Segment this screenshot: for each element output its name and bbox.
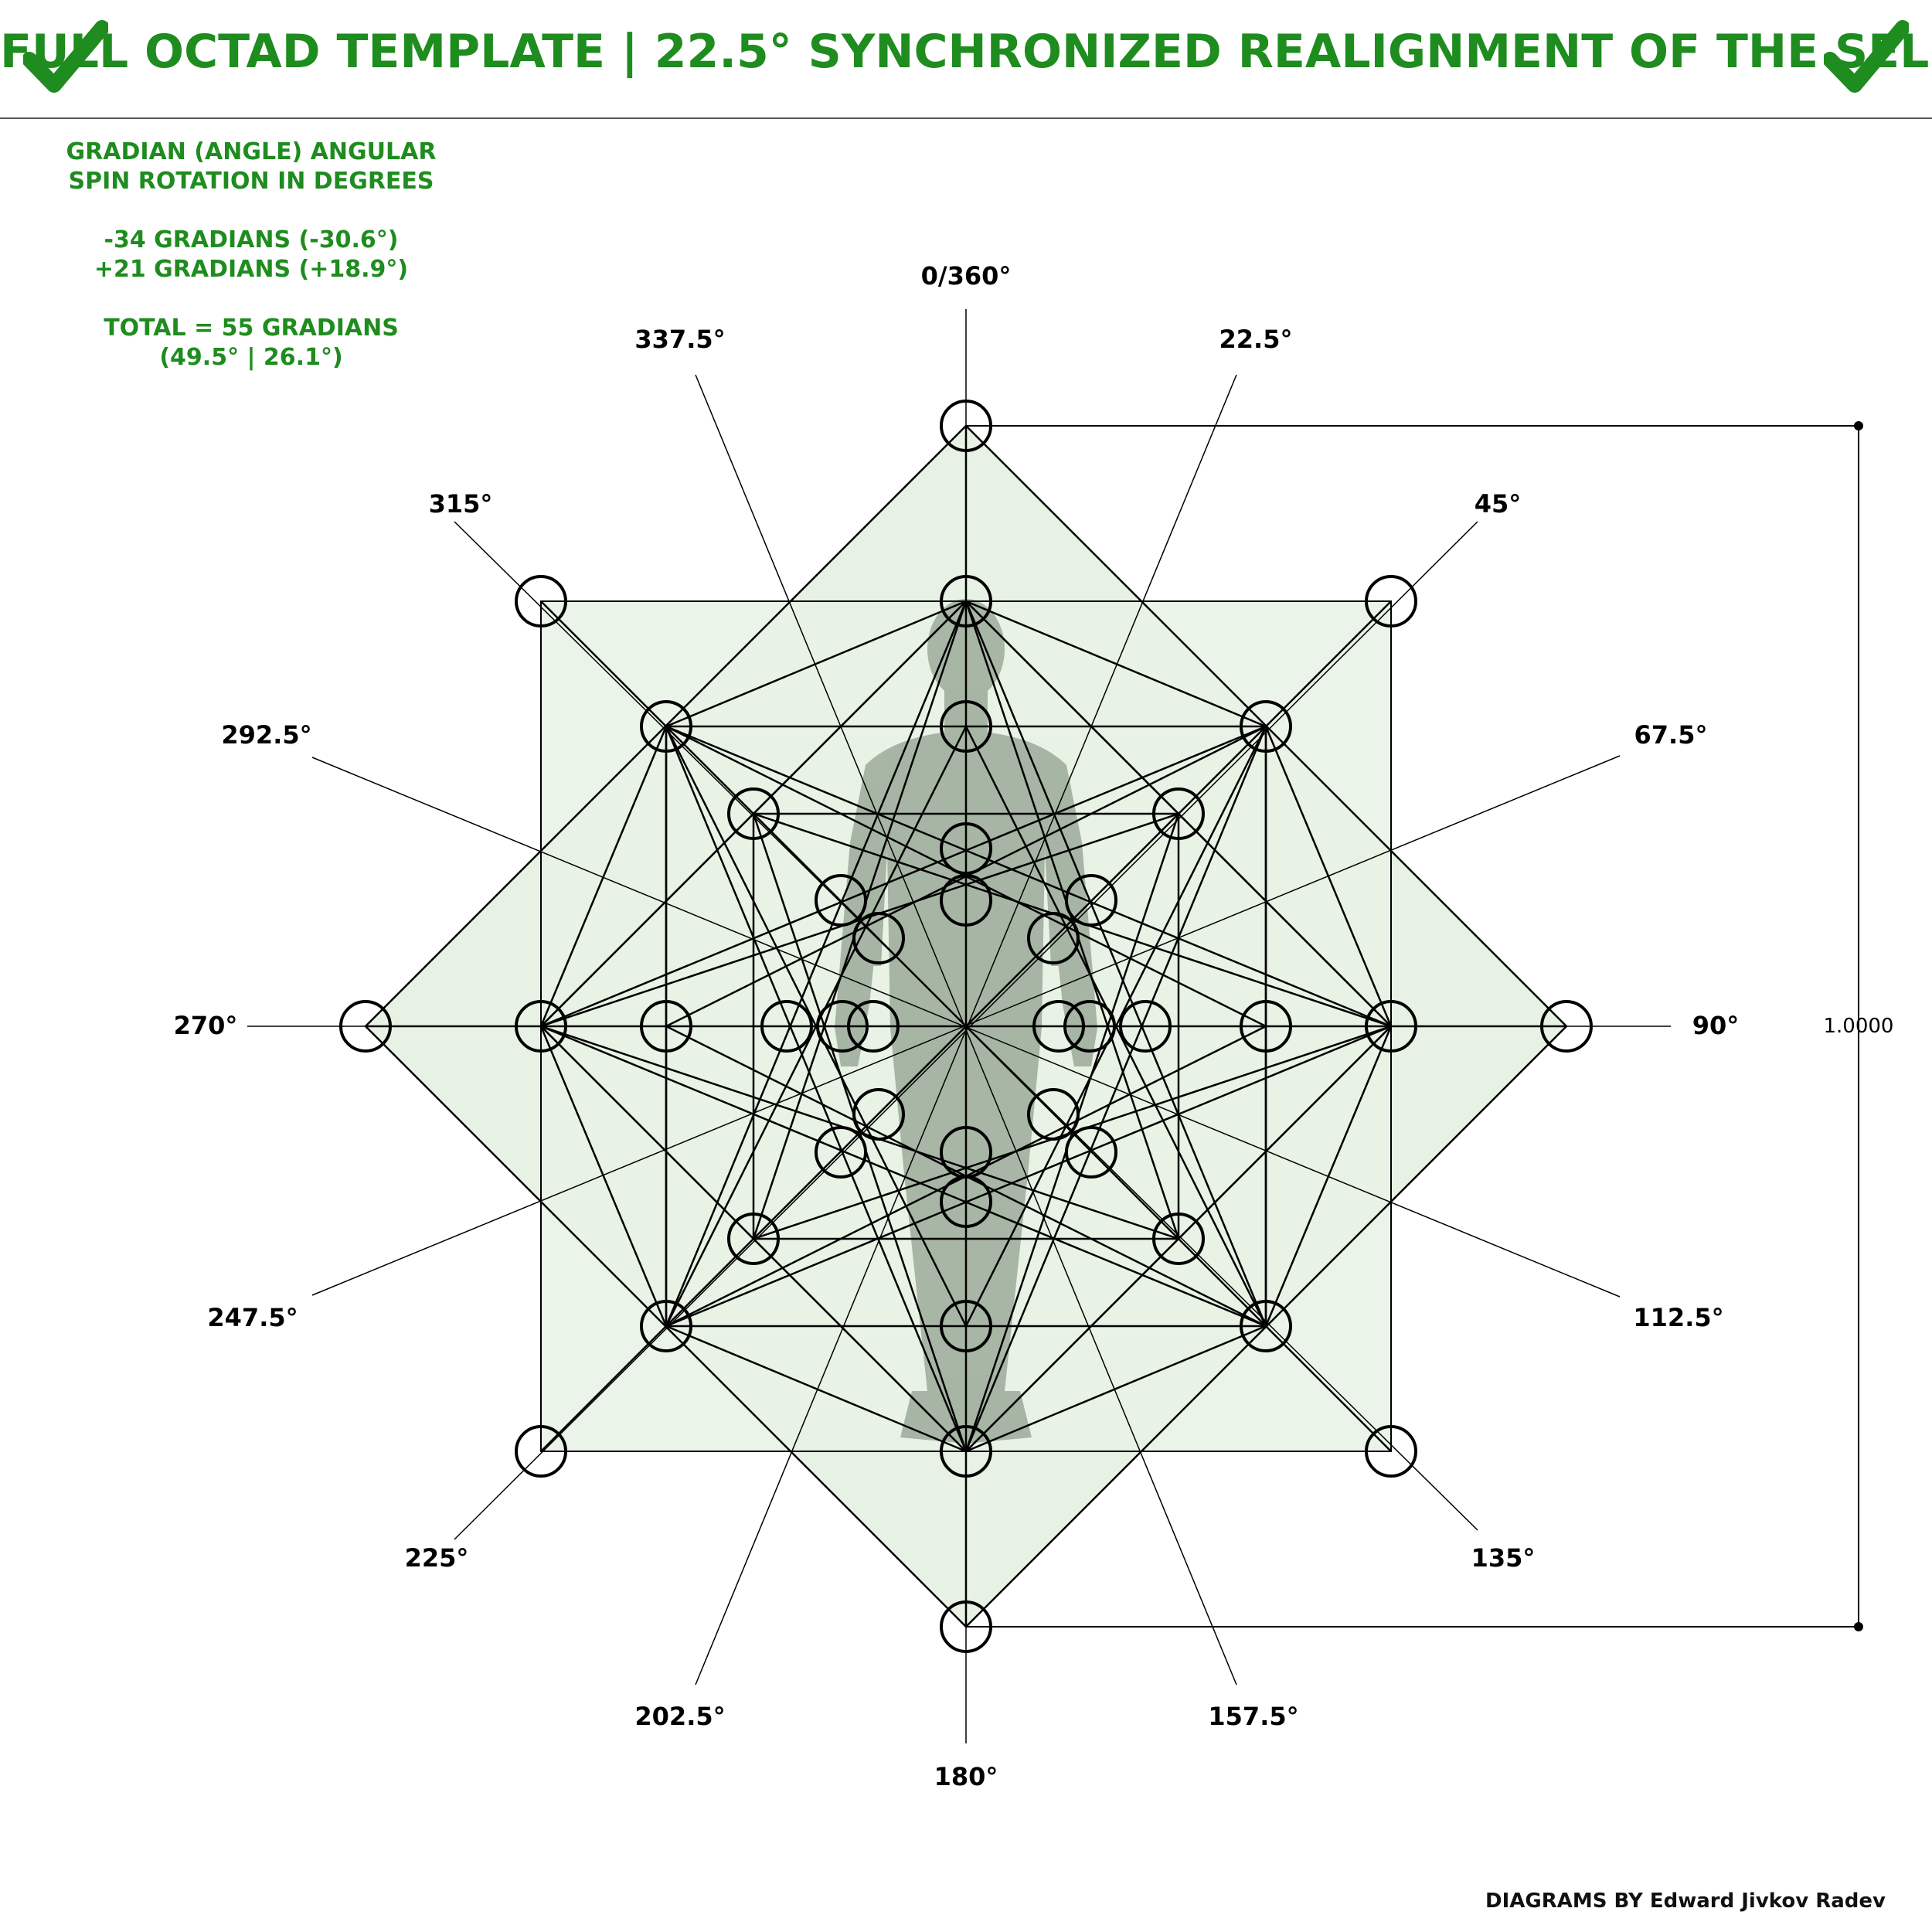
node-circle	[640, 700, 692, 753]
node-circle	[1240, 1000, 1292, 1053]
node-circle	[640, 1300, 692, 1352]
angle-label-270: 270°	[174, 1011, 238, 1040]
edge-line	[665, 726, 968, 1452]
info-line: -34 GRADIANS (-30.6°)	[104, 226, 399, 253]
edge-line	[965, 600, 1179, 815]
node-circles	[339, 400, 1593, 1653]
node-circle	[1065, 874, 1117, 927]
edge-line	[1264, 726, 1393, 1027]
node-circle	[1240, 700, 1292, 753]
page-title: FULL OCTAD TEMPLATE | 22.5° SYNCHRONIZED…	[0, 25, 1932, 79]
node-circle	[940, 874, 992, 927]
edge-line	[540, 1025, 1267, 1328]
info-line: GRADIAN (ANGLE) ANGULAR	[66, 138, 437, 165]
info-line: SPIN ROTATION IN DEGREES	[68, 168, 434, 195]
node-circle	[815, 1126, 867, 1179]
node-circle	[1540, 1000, 1593, 1053]
edge-line	[1264, 1026, 1393, 1327]
node-circle	[1365, 575, 1417, 628]
edge-line	[1178, 813, 1392, 1027]
node-circle	[940, 1175, 992, 1228]
node-circle	[940, 1300, 992, 1352]
node-circle	[760, 1000, 813, 1053]
node-circle	[1119, 1000, 1172, 1053]
info-line: (49.5° | 26.1°)	[159, 344, 343, 371]
edge-line	[540, 813, 754, 1027]
edge-line	[665, 1325, 967, 1453]
edge-line	[665, 600, 967, 728]
node-circle	[515, 575, 567, 628]
node-circle	[1365, 1425, 1417, 1478]
edge-line	[539, 726, 668, 1027]
node-circle	[727, 1213, 780, 1265]
angle-label-247-5: 247.5°	[207, 1303, 298, 1332]
node-circle	[940, 700, 992, 753]
node-circle	[515, 1000, 567, 1053]
edge-line	[965, 1325, 1267, 1453]
angle-label-112-5: 112.5°	[1633, 1303, 1723, 1332]
node-circle	[940, 1425, 992, 1478]
angle-label-22-5: 22.5°	[1219, 325, 1293, 354]
angle-label-90: 90°	[1692, 1011, 1740, 1040]
edge-line	[665, 725, 1392, 1028]
edge-line	[753, 600, 967, 815]
node-circle	[1365, 1000, 1417, 1053]
node-circle	[727, 787, 780, 840]
credit: DIAGRAMS BY Edward Jivkov Radev	[1485, 1889, 1886, 1913]
node-circle	[852, 1088, 905, 1141]
angle-label-202-5: 202.5°	[634, 1702, 725, 1731]
info-line: +21 GRADIANS (+18.9°)	[94, 256, 409, 283]
angle-label-0: 0/360°	[921, 261, 1012, 291]
edge-line	[539, 1026, 668, 1327]
edge-line	[965, 1238, 1179, 1452]
gradian-info: GRADIAN (ANGLE) ANGULAR SPIN ROTATION IN…	[46, 138, 456, 372]
edge-line	[965, 600, 1267, 728]
node-circle	[1063, 1000, 1116, 1053]
edge-line	[964, 600, 1267, 1327]
angle-label-315: 315°	[429, 489, 493, 519]
dimension-label: 1.0000	[1824, 1015, 1894, 1038]
node-circle	[1027, 1088, 1080, 1141]
node-circle	[940, 822, 992, 875]
info-line: TOTAL = 55 GRADIANS	[104, 315, 399, 342]
node-circle	[847, 1000, 900, 1053]
edge-line	[1178, 1026, 1392, 1240]
edge-line	[964, 726, 1267, 1452]
edge-line	[753, 1238, 967, 1452]
node-circle	[940, 575, 992, 628]
angle-label-292-5: 292.5°	[221, 720, 311, 750]
node-circle	[339, 1000, 392, 1053]
node-circle	[1152, 1213, 1205, 1265]
angle-label-135: 135°	[1471, 1543, 1536, 1573]
node-circle	[1032, 1000, 1085, 1053]
node-circle	[515, 1425, 567, 1478]
edge-line	[540, 725, 1267, 1028]
angle-label-337-5: 337.5°	[634, 325, 725, 354]
header: FULL OCTAD TEMPLATE | 22.5° SYNCHRONIZED…	[0, 0, 1932, 119]
angle-label-157-5: 157.5°	[1208, 1702, 1298, 1731]
node-circle	[852, 912, 905, 964]
node-circle	[816, 1000, 869, 1053]
edge-line	[665, 600, 968, 1327]
node-circle	[1240, 1300, 1292, 1352]
node-circle	[815, 874, 867, 927]
dimension-marker	[966, 421, 1863, 1631]
edge-line	[665, 1025, 1392, 1328]
header-divider	[0, 117, 1932, 119]
checkmark-icon	[23, 20, 108, 93]
node-circle	[1027, 912, 1080, 964]
node-circle	[640, 1000, 692, 1053]
node-circle	[1065, 1126, 1117, 1179]
angle-label-45: 45°	[1475, 489, 1522, 519]
edge-line	[540, 1026, 754, 1240]
checkmark-icon	[1824, 20, 1909, 93]
angle-label-225: 225°	[405, 1543, 469, 1573]
angle-label-180: 180°	[934, 1762, 998, 1791]
node-circle	[1152, 787, 1205, 840]
geometry-lines	[247, 309, 1671, 1743]
angle-label-67-5: 67.5°	[1634, 720, 1708, 750]
